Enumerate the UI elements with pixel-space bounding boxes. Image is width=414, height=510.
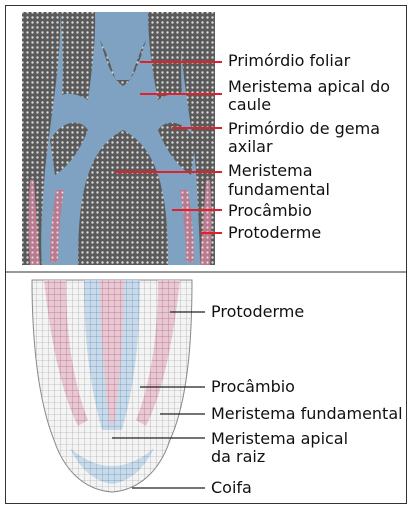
label-primordio-foliar: Primórdio foliar	[228, 52, 350, 70]
label-procambio: Procâmbio	[228, 202, 312, 220]
label-primordio-gema-line2: axilar	[228, 138, 273, 156]
label-root-meristema-apical-line1: Meristema apical	[211, 430, 348, 448]
label-meristema-apical-caule-line2: caule	[228, 96, 271, 114]
root-tip-illustration	[32, 280, 192, 492]
label-root-meristema-apical-line2: da raiz	[211, 448, 265, 466]
label-root-procambio: Procâmbio	[211, 378, 295, 396]
label-root-coifa: Coifa	[211, 479, 252, 497]
label-meristema-apical-caule-line1: Meristema apical do	[228, 78, 390, 96]
label-primordio-gema-line1: Primórdio de gema	[228, 120, 380, 138]
shoot-body	[22, 12, 215, 265]
label-meristema-fundamental-line1: Meristema	[228, 162, 313, 180]
label-root-protoderme: Protoderme	[211, 303, 304, 321]
label-meristema-fundamental-line2: fundamental	[228, 181, 330, 199]
label-protoderme: Protoderme	[228, 224, 321, 242]
label-root-meristema-fundamental: Meristema fundamental	[211, 405, 403, 423]
